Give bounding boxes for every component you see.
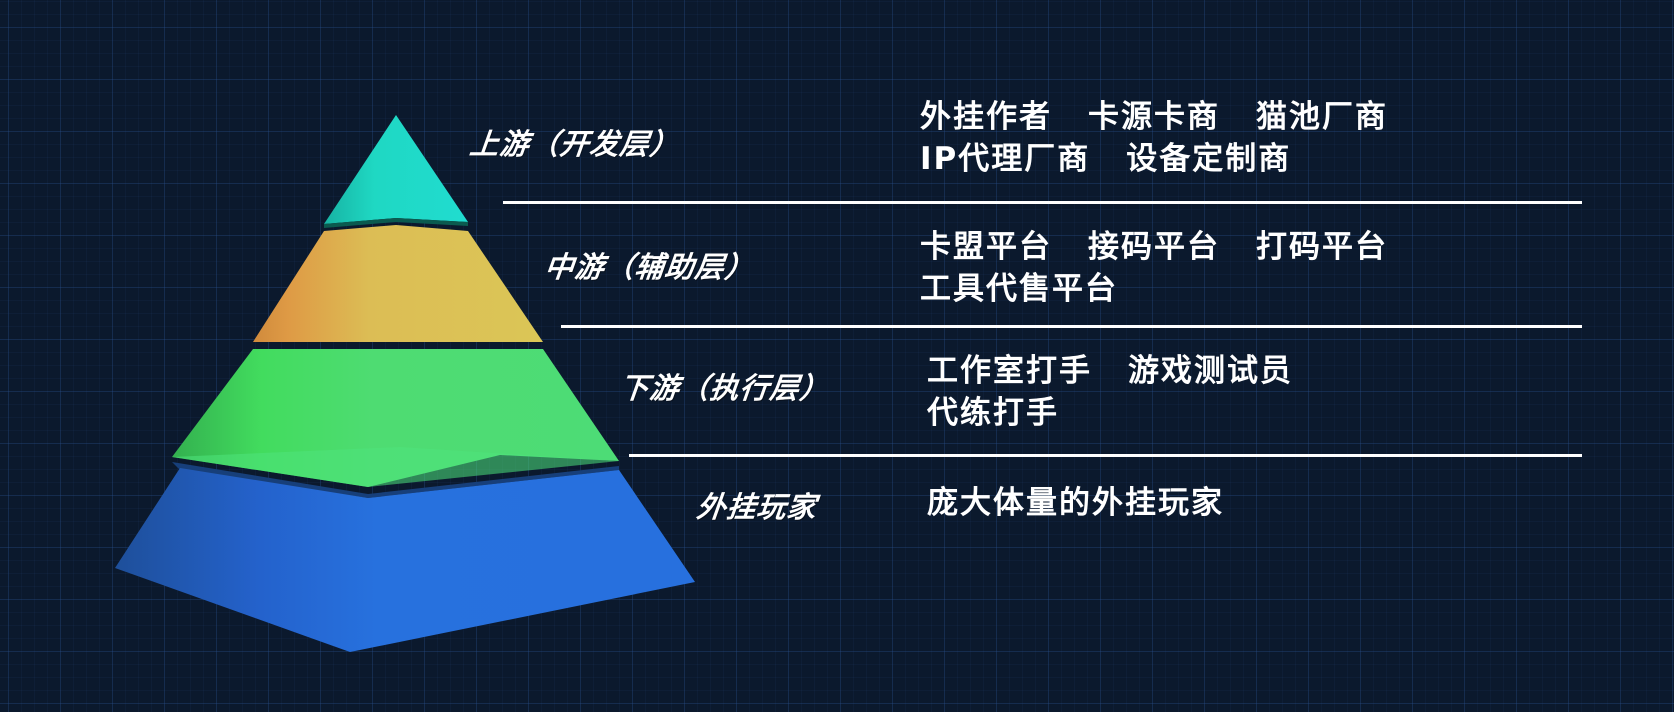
pyramid-tier-downstream — [172, 349, 619, 487]
tier-members-players: 庞大体量的外挂玩家 — [927, 482, 1224, 524]
tier-label-midstream: 中游（辅助层） — [543, 250, 757, 284]
member-item: 工作室打手 — [927, 353, 1092, 389]
members-row: 工作室打手游戏测试员 — [927, 350, 1293, 392]
member-item: 游戏测试员 — [1128, 353, 1293, 389]
member-item: 猫池厂商 — [1256, 99, 1388, 135]
pyramid-tier-players — [115, 462, 695, 652]
tier-members-downstream: 工作室打手游戏测试员 代练打手 — [927, 350, 1293, 434]
member-item: 卡源卡商 — [1088, 99, 1220, 135]
members-row: 庞大体量的外挂玩家 — [927, 482, 1224, 524]
tier-members-midstream: 卡盟平台接码平台打码平台 工具代售平台 — [920, 226, 1388, 310]
member-item: IP代理厂商 — [920, 141, 1091, 177]
pyramid-tier-upstream — [324, 115, 468, 228]
member-item: 接码平台 — [1088, 229, 1220, 265]
member-item: 外挂作者 — [920, 99, 1052, 135]
member-item: 设备定制商 — [1126, 141, 1292, 177]
separator-line-1 — [503, 201, 1582, 204]
separator-line-2 — [561, 325, 1582, 328]
member-item: 代练打手 — [927, 395, 1059, 431]
tier-label-upstream: 上游（开发层） — [468, 127, 682, 161]
separator-line-3 — [629, 454, 1582, 457]
members-row: 工具代售平台 — [920, 268, 1388, 310]
member-item: 卡盟平台 — [920, 229, 1052, 265]
members-row: IP代理厂商设备定制商 — [920, 138, 1388, 180]
member-item: 庞大体量的外挂玩家 — [927, 485, 1224, 521]
tier-members-upstream: 外挂作者卡源卡商猫池厂商 IP代理厂商设备定制商 — [920, 96, 1388, 180]
pyramid-tier-midstream — [253, 225, 543, 342]
tier-label-downstream: 下游（执行层） — [618, 371, 832, 405]
members-row: 外挂作者卡源卡商猫池厂商 — [920, 96, 1388, 138]
member-item: 工具代售平台 — [920, 271, 1118, 307]
members-row: 代练打手 — [927, 392, 1293, 434]
member-item: 打码平台 — [1256, 229, 1388, 265]
members-row: 卡盟平台接码平台打码平台 — [920, 226, 1388, 268]
tier-label-players: 外挂玩家 — [695, 490, 819, 524]
